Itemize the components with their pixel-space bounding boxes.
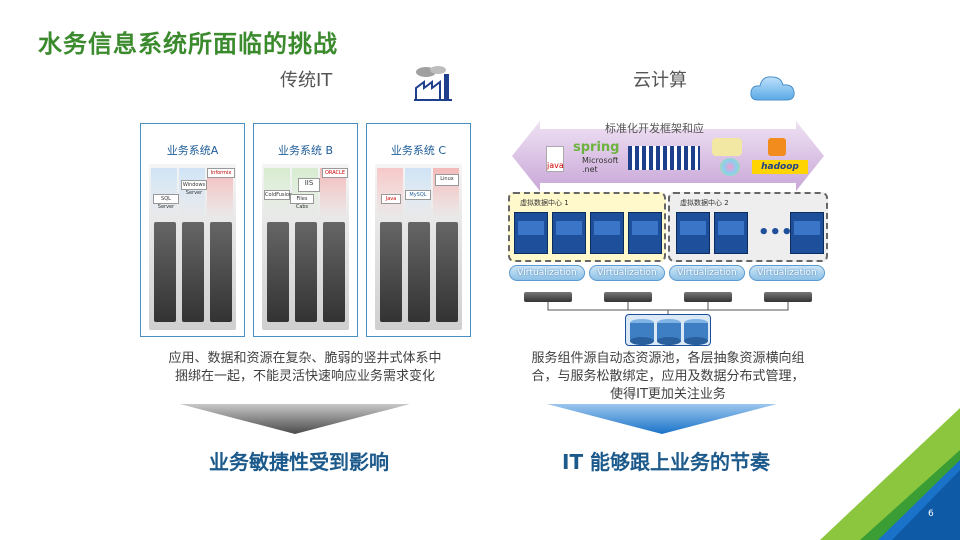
connector-lines (547, 302, 789, 318)
app-oracle: ORACLE (322, 168, 348, 178)
cloud-description: 服务组件源自动态资源池，各层抽象资源横向组 合，与服务松散绑定，应用及数据分布式… (531, 351, 805, 402)
traditional-it-heading: 传统IT (280, 70, 333, 91)
vm-icon (790, 212, 824, 254)
down-chevron-icon (547, 404, 777, 434)
server-rack-icon (182, 222, 204, 322)
spring-logo: spring (573, 140, 620, 155)
storage-array-icon (625, 314, 711, 346)
business-system-b-panel: 业务系统 B ColdFusion Files Cabs IIS ORACLE (253, 123, 358, 337)
server-stack: SQL Server Windows Server Informix (149, 164, 236, 330)
java-logo: java (546, 146, 564, 172)
down-chevron-icon (180, 404, 410, 434)
framework-label: 标准化开发框架和应 (605, 122, 704, 135)
virtualization-layer: Virtualization (589, 265, 665, 281)
business-system-c-panel: 业务系统 C Java MySQL Linux (366, 123, 471, 337)
virtualization-layer: Virtualization (509, 265, 585, 281)
corner-decoration (820, 408, 960, 540)
panel-label: 业务系统 C (390, 144, 447, 157)
panel-label: 业务系统A (166, 144, 219, 157)
server-stack: ColdFusion Files Cabs IIS ORACLE (262, 164, 349, 330)
virtualization-layer: Virtualization (669, 265, 745, 281)
vm-icon (628, 212, 662, 254)
server-rack-icon (295, 222, 317, 322)
app-files-cabs: Files Cabs (290, 194, 314, 210)
app-java: Java (381, 194, 401, 204)
vm-icon (552, 212, 586, 254)
vm-icon (514, 212, 548, 254)
cloud-heading: 云计算 (633, 70, 687, 91)
vdc-label: 虚拟数据中心 1 (520, 199, 569, 207)
traditional-it-description: 应用、数据和资源在复杂、脆弱的竖井式体系中 捆绑在一起，不能灵活快速响应业务需求… (168, 351, 442, 384)
server-rack-icon (380, 222, 402, 322)
server-icon (524, 292, 572, 302)
server-rack-icon (323, 222, 345, 322)
app-linux: Linux (435, 174, 459, 186)
business-system-a-panel: 业务系统A SQL Server Windows Server Informix (140, 123, 245, 337)
virtual-datacenter-1: 虚拟数据中心 1 (508, 192, 666, 262)
traditional-impact: 业务敏捷性受到影响 (209, 450, 389, 474)
page-number: 6 (928, 509, 934, 519)
server-icon (764, 292, 812, 302)
app-sql-server: SQL Server (153, 194, 179, 210)
hadoop-logo: hadoop (752, 160, 808, 174)
server-rack-icon (436, 222, 458, 322)
app-mysql: MySQL (405, 190, 431, 200)
factory-icon (414, 66, 452, 101)
virtual-datacenter-2: 虚拟数据中心 2 ••• (668, 192, 828, 262)
panel-label: 业务系统 B (277, 144, 334, 157)
app-iis: IIS (298, 178, 320, 192)
vm-icon (676, 212, 710, 254)
tomcat-logo (712, 138, 742, 156)
app-informix: Informix (207, 168, 235, 178)
framework-grid-logo (628, 146, 700, 170)
orange-logo (768, 138, 786, 156)
app-coldfusion: ColdFusion (264, 190, 293, 200)
server-icon (684, 292, 732, 302)
cube-logo (720, 158, 740, 176)
virtualization-layer: Virtualization (749, 265, 825, 281)
dotnet-logo: Microsoft .net (582, 156, 619, 174)
vm-icon (590, 212, 624, 254)
slide-title: 水务信息系统所面临的挑战 (38, 30, 338, 58)
server-rack-icon (154, 222, 176, 322)
vdc-label: 虚拟数据中心 2 (680, 199, 729, 207)
app-windows-server: Windows Server (181, 180, 207, 196)
server-rack-icon (408, 222, 430, 322)
server-icon (604, 292, 652, 302)
server-rack-icon (267, 222, 289, 322)
more-dots: ••• (758, 222, 793, 243)
server-rack-icon (210, 222, 232, 322)
cloud-impact: IT 能够跟上业务的节奏 (562, 450, 771, 474)
vm-icon (714, 212, 748, 254)
server-stack: Java MySQL Linux (375, 164, 462, 330)
cloud-icon (750, 76, 795, 101)
